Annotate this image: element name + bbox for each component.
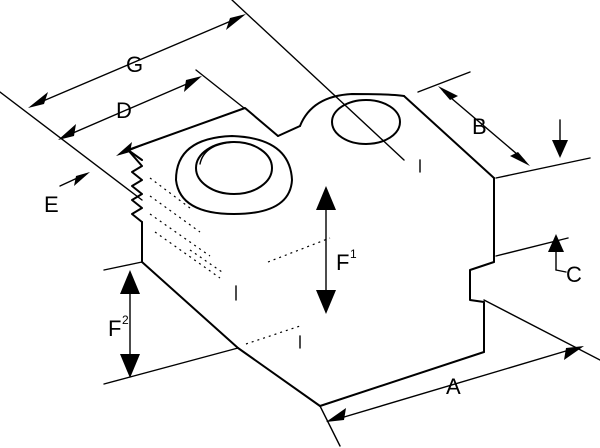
label-f1-sup: 1 — [350, 247, 357, 261]
label-f1: F — [336, 250, 349, 275]
label-f2-sup: 2 — [122, 313, 129, 327]
label-d: D — [116, 98, 132, 123]
label-b: B — [472, 114, 487, 139]
dimension-c: C — [548, 234, 582, 287]
label-f2: F — [108, 316, 121, 341]
label-c: C — [566, 262, 582, 287]
label-e: E — [44, 192, 59, 217]
rear-boss — [331, 99, 401, 145]
dimension-f2: F 2 — [108, 270, 140, 378]
label-a: A — [446, 374, 461, 399]
dimension-b: B — [438, 86, 530, 166]
label-g: G — [126, 52, 143, 77]
dimension-d: D — [58, 76, 202, 140]
dimension-f1: F 1 — [316, 186, 357, 314]
part-outline — [127, 93, 495, 407]
dimension-top-right — [552, 119, 568, 158]
front-boss — [175, 135, 293, 215]
dimension-e: E — [44, 141, 151, 217]
dimension-a: A — [326, 346, 584, 422]
shading-marks — [149, 159, 421, 349]
dimension-g: G — [28, 14, 246, 108]
